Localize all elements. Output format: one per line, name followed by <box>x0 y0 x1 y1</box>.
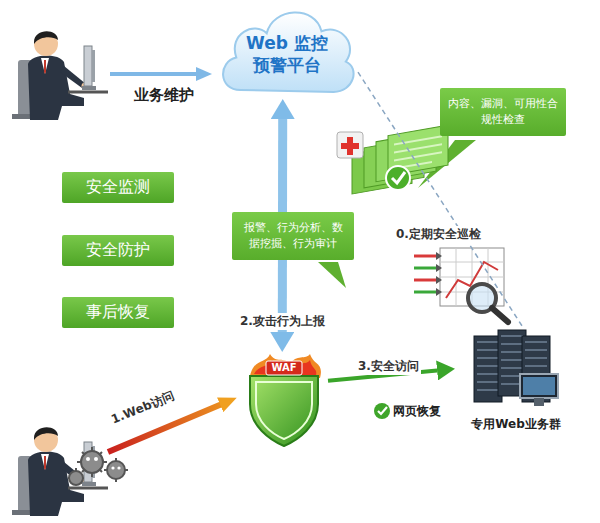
text-label: 业务维护 <box>134 86 194 105</box>
inspection-icon <box>414 248 508 322</box>
edge-label: 3.安全访问 <box>356 358 421 375</box>
feature-box: 安全防护 <box>62 235 174 266</box>
callout-text: 报警、行为分析、数据挖掘、行为审计 <box>240 220 346 252</box>
person-figure <box>12 427 108 516</box>
feature-label: 安全监测 <box>72 177 164 198</box>
person-figure <box>12 31 108 120</box>
feature-label: 事后恢复 <box>72 302 164 323</box>
callout-text: 内容、漏洞、可用性合规性检查 <box>448 96 558 128</box>
feature-box: 事后恢复 <box>62 297 174 328</box>
edge-label: 2.攻击行为上报 <box>238 313 327 330</box>
server-group: 专用Web业务群 <box>455 326 577 433</box>
feature-box: 安全监测 <box>62 172 174 203</box>
maintenance-arrow <box>110 72 198 76</box>
feature-label: 安全防护 <box>72 240 164 261</box>
callout-box: 内容、漏洞、可用性合规性检查 <box>440 88 566 136</box>
virus-icon <box>68 447 128 485</box>
callout-box: 报警、行为分析、数据挖掘、行为审计 <box>232 212 354 260</box>
waf-label: WAF <box>240 361 328 375</box>
edge-label: 0.定期安全巡检 <box>394 226 483 243</box>
server-icon <box>466 326 566 410</box>
document-icon <box>337 125 448 194</box>
callout-tail <box>318 262 346 288</box>
cloud-node: Web 监控 预警平台 <box>216 3 358 99</box>
check-icon <box>374 403 390 419</box>
server-label: 专用Web业务群 <box>455 416 577 433</box>
text-label: 网页恢复 <box>393 403 441 420</box>
text-label: 1.Web访问 <box>109 388 177 429</box>
platform-title: Web 监控 预警平台 <box>241 32 333 76</box>
waf-shield: WAF <box>240 352 328 448</box>
